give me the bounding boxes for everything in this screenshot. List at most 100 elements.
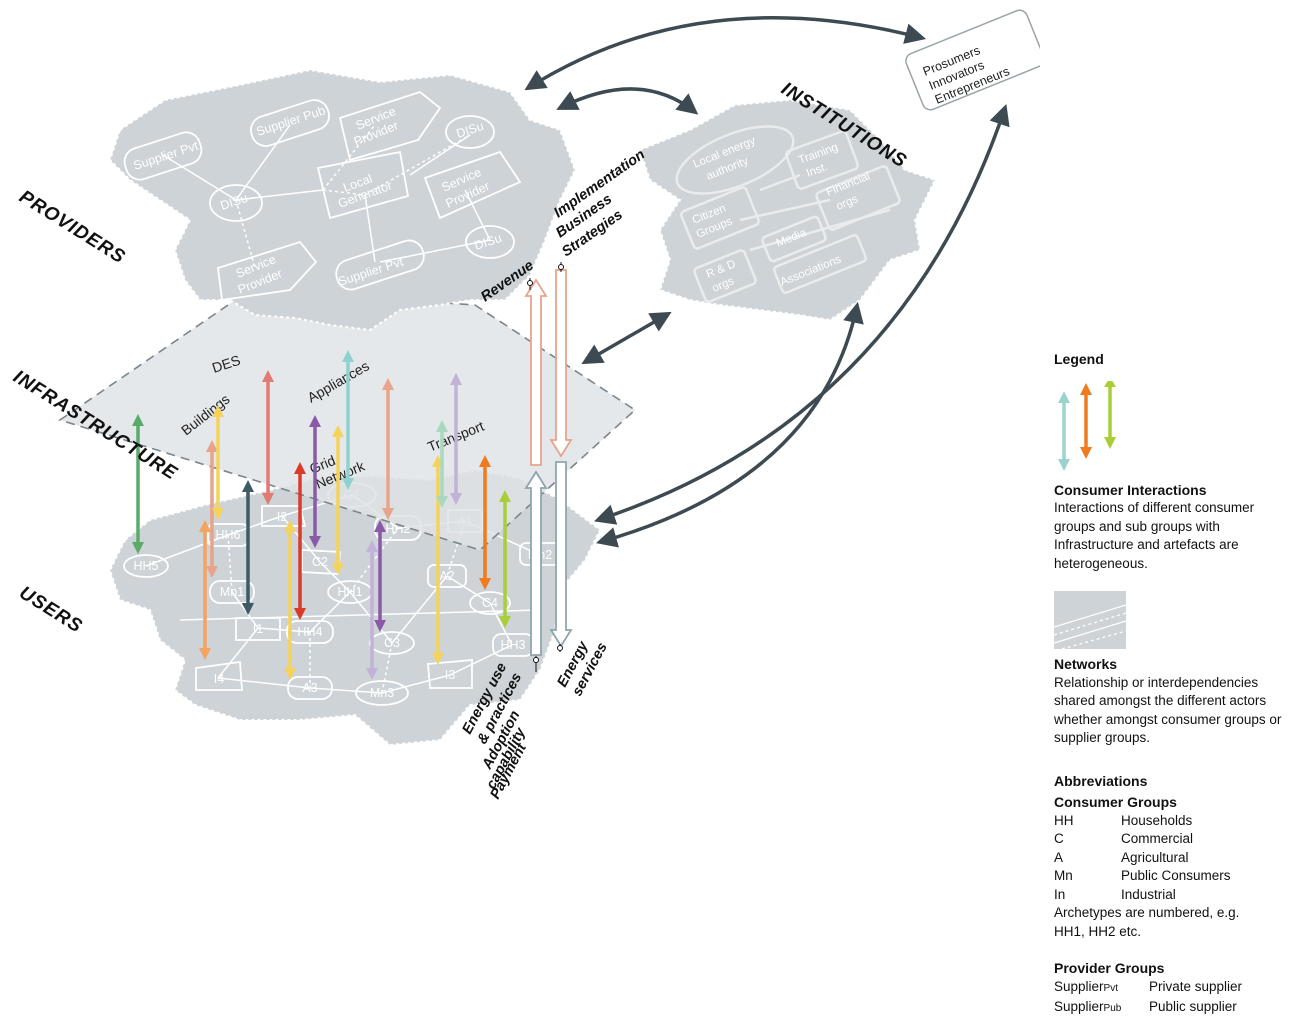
abbreviations-title: Abbreviations — [1054, 772, 1148, 789]
consumer-interaction-arrowhead — [262, 370, 274, 382]
provider-flow-arrows — [524, 269, 573, 466]
provider-code-sub: Pub — [1103, 1003, 1122, 1014]
consumer-interaction-arrowhead — [382, 508, 394, 520]
consumer-interaction-arrowhead — [382, 378, 394, 390]
consumer-interaction-arrowhead — [432, 653, 444, 665]
consumer-interaction-arrowhead — [499, 616, 511, 628]
provider-name: Private supplier — [1149, 978, 1243, 994]
networks-title: Networks — [1054, 656, 1118, 672]
layer-title-providers: PROVIDERS — [15, 186, 129, 268]
consumer-interactions-title: Consumer Interactions — [1054, 481, 1207, 498]
consumer-interaction-arrows — [132, 350, 511, 680]
connector-users-institutions — [595, 301, 864, 548]
node-hh4: HH4 — [297, 625, 322, 639]
node-i2: I2 — [277, 510, 287, 524]
consumer-interaction-arrowhead — [366, 668, 378, 680]
legend-title: Legend — [1054, 351, 1104, 367]
energy-use-arrow — [524, 470, 548, 656]
connector-providers-prosumers — [524, 16, 927, 91]
system-connectors — [524, 16, 1010, 548]
consumer-interaction-arrowhead — [374, 620, 386, 632]
provider-code: Supplier — [1054, 999, 1104, 1014]
energy-system-diagram: HH5 HH6 I2 C1 HH2 A1 Mn2 Mn1 C2 HH1 A2 C… — [9, 9, 1040, 802]
node-i1: I1 — [253, 622, 263, 636]
consumer-group-row: Mn Public Consumers — [1054, 867, 1302, 886]
consumer-group-row: A Agricultural — [1054, 849, 1302, 868]
layer-title-users: USERS — [15, 582, 86, 637]
consumer-interaction-arrowhead — [199, 520, 211, 532]
energy-services-arrow — [549, 461, 573, 648]
consumer-group-row: In Industrial — [1054, 886, 1302, 905]
consumer-interaction-arrowhead — [206, 566, 218, 578]
consumer-interaction-arrowhead — [284, 668, 296, 680]
node-mn1: Mn1 — [220, 585, 244, 599]
group-code: C — [1054, 831, 1064, 846]
consumer-interaction-arrowhead — [262, 493, 274, 505]
connector-providers-institutions — [556, 87, 699, 115]
group-name: Households — [1121, 812, 1193, 828]
node-hh1: HH1 — [337, 585, 362, 599]
consumer-interaction-arrowhead — [212, 405, 224, 417]
node-hh3: HH3 — [500, 638, 525, 652]
providers-layer: Supplier Pvt Supplier Pub Service Provid… — [108, 68, 577, 332]
user-flow-arrows — [524, 461, 573, 656]
consumer-interaction-arrowhead — [499, 490, 511, 502]
consumer-interaction-arrowhead — [479, 578, 491, 590]
consumer-group-row: C Commercial — [1054, 830, 1302, 849]
strategy-arrow — [549, 269, 573, 458]
institutions-layer: Local energy authority Training Inst. Ci… — [638, 98, 937, 322]
consumer-interaction-arrowhead — [366, 540, 378, 552]
node-c4: C4 — [482, 596, 498, 610]
group-code: HH — [1054, 812, 1074, 828]
consumer-interaction-arrowhead — [294, 608, 306, 620]
consumer-interaction-arrowhead — [242, 480, 254, 492]
node-mn3: Mn3 — [370, 686, 394, 700]
networks-text: Relationship or interdependencies shared… — [1054, 674, 1282, 746]
consumer-group-row: HH Households — [1054, 812, 1302, 831]
provider-code: Supplier — [1054, 978, 1104, 994]
group-name: Commercial — [1121, 831, 1194, 846]
consumer-interaction-arrowhead — [309, 415, 321, 427]
group-code: A — [1054, 849, 1064, 865]
consumer-interaction-arrowhead — [206, 440, 218, 452]
provider-node-shapes — [123, 90, 522, 302]
consumer-interaction-arrowhead — [199, 648, 211, 660]
provider-groups-title: Provider Groups — [1054, 960, 1165, 976]
consumer-interaction-arrowhead — [284, 520, 296, 532]
consumer-interactions-text: Interactions of different consumer group… — [1054, 500, 1255, 571]
consumer-interaction-arrowhead — [479, 455, 491, 467]
providers-network — [162, 124, 491, 269]
consumer-interaction-arrowhead — [309, 536, 321, 548]
node-hh6: HH6 — [215, 528, 240, 542]
node-i3: I3 — [445, 668, 455, 682]
consumer-interaction-arrowhead — [242, 603, 254, 615]
group-code: Mn — [1054, 868, 1073, 883]
consumer-interaction-arrowhead — [332, 563, 344, 575]
consumer-interaction-arrowhead — [332, 425, 344, 437]
user-node-labels: HH5 HH6 I2 C1 HH2 A1 Mn2 Mn1 C2 HH1 A2 C… — [133, 488, 552, 700]
consumer-groups-list: HH Households C Commercial A Agricultura… — [1054, 812, 1302, 905]
provider-group-row: SupplierPvt Private supplier — [1054, 978, 1302, 999]
node-c2: C2 — [312, 555, 328, 569]
provider-name: Public supplier — [1149, 999, 1237, 1014]
flow-label-leaders — [527, 262, 564, 672]
provider-group-row: SupplierPub Public supplier — [1054, 998, 1302, 1019]
consumer-groups-title: Consumer Groups — [1054, 794, 1177, 810]
consumer-interaction-arrowhead — [436, 496, 448, 508]
legend-panel: Legend Consumer Interactions Interaction… — [1054, 350, 1302, 1019]
node-a2: A2 — [439, 569, 454, 583]
node-c3: C3 — [384, 636, 400, 650]
connector-infra-institutions — [581, 311, 672, 365]
consumer-interaction-arrowhead — [342, 350, 354, 362]
consumer-interaction-arrowhead — [212, 508, 224, 520]
consumer-interaction-arrowhead — [450, 373, 462, 385]
group-code: In — [1054, 886, 1066, 902]
consumer-interaction-arrowhead — [374, 520, 386, 532]
consumer-interaction-arrowhead — [132, 542, 144, 554]
consumer-interaction-arrowhead — [450, 493, 462, 505]
node-a3: A3 — [302, 681, 317, 695]
consumer-interaction-arrowhead — [436, 420, 448, 432]
networks-icon — [1054, 591, 1126, 649]
consumer-interaction-arrowhead — [132, 414, 144, 426]
prosumers-box: Prosumers Innovators Entrepreneurs — [905, 9, 1040, 111]
